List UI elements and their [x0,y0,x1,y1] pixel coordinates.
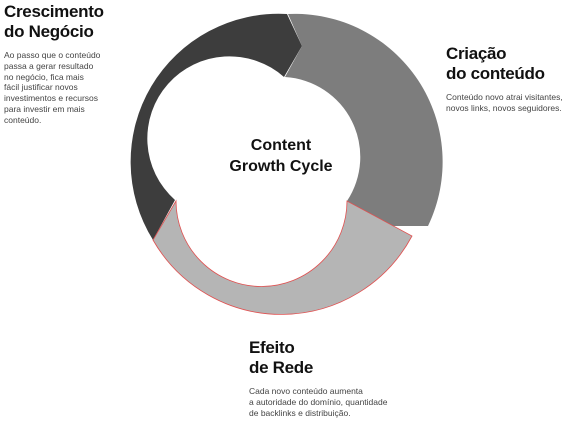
stage-description: Ao passo que o conteúdo passa a gerar re… [4,50,104,126]
stage-title-line: Criação [446,44,507,63]
center-label-line1: Content [251,137,312,154]
desc-line: conteúdo. [4,114,42,125]
desc-line: a autoridade do domínio, quantidade [249,396,388,407]
desc-line: de backlinks e distribuição. [249,407,351,418]
segment-crescimento [130,13,302,240]
segment-criacao [285,13,443,226]
stage-title-line: Crescimento [4,2,104,21]
stage-title-line: do conteúdo [446,64,545,83]
stage-criacao: Criação do conteúdo Conteúdo novo atrai … [446,44,563,114]
stage-description: Cada novo conteúdo aumenta a autoridade … [249,386,387,418]
segment-efeito [152,199,413,315]
desc-line: fácil justificar novos [4,82,78,93]
stage-efeito: Efeito de Rede Cada novo conteúdo aument… [249,338,387,418]
desc-line: novos links, novos seguidores. [446,102,562,113]
desc-line: no negócio, fica mais [4,71,84,82]
desc-line: passa a gerar resultado [4,60,94,71]
desc-line: Cada novo conteúdo aumenta [249,386,363,396]
stage-title-line: Efeito [249,338,295,357]
stage-title: Criação do conteúdo [446,44,563,84]
center-label-line2: Growth Cycle [229,158,332,175]
desc-line: para investir em mais [4,103,85,114]
desc-line: Conteúdo novo atrai visitantes, [446,92,563,102]
stage-title: Efeito de Rede [249,338,387,378]
stage-title-line: do Negócio [4,22,94,41]
stage-crescimento: Crescimento do Negócio Ao passo que o co… [4,2,104,126]
stage-title-line: de Rede [249,358,314,377]
stage-description: Conteúdo novo atrai visitantes, novos li… [446,92,563,114]
desc-line: investimentos e recursos [4,93,99,104]
stage-title: Crescimento do Negócio [4,2,104,42]
desc-line: Ao passo que o conteúdo [4,50,101,60]
